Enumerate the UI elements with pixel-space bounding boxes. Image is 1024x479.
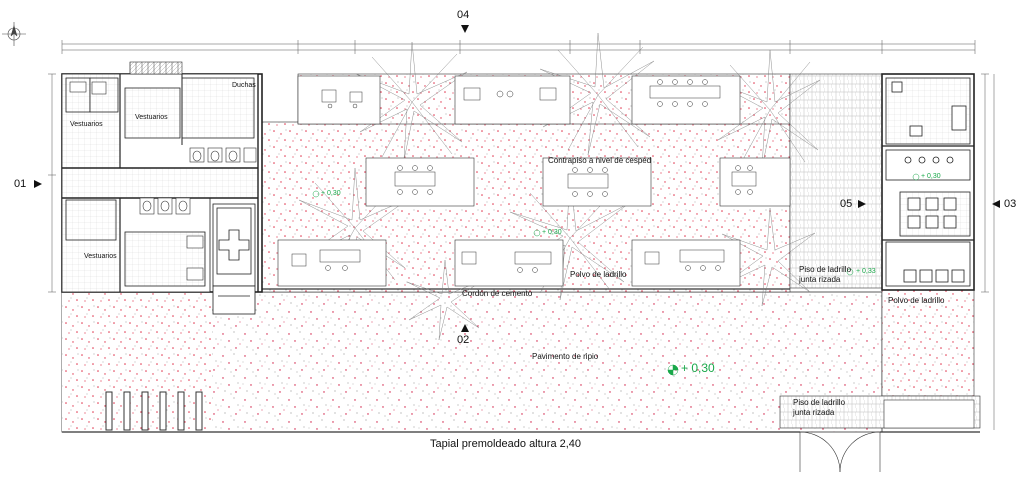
polvo-ladrillo-right-label: Polvo de ladrillo (888, 296, 945, 305)
stairs (129, 62, 179, 74)
right-building (881, 73, 975, 291)
brick-strip (789, 73, 883, 289)
right-polvo (881, 289, 975, 397)
level-markers (312, 173, 920, 376)
level-c: + 0,33 (856, 268, 876, 275)
vestuarios-label-3: Vestuarios (84, 253, 117, 260)
level-big: + 0,30 (681, 361, 715, 375)
pavimento-label: Pavimento de ripio (532, 352, 599, 361)
left-strip (62, 292, 212, 432)
level-b: + 0,30 (542, 229, 562, 236)
section-05-label: 05 (840, 198, 853, 210)
north-arrow-icon (2, 22, 26, 46)
section-02-arrow-icon (461, 324, 469, 332)
ambulance-icon (212, 203, 256, 315)
vestuarios-label-1: Vestuarios (70, 121, 103, 128)
section-05-arrow-icon (858, 200, 866, 208)
section-04-arrow-icon (461, 25, 469, 33)
desk-clusters (291, 79, 757, 273)
section-04-label: 04 (457, 9, 470, 21)
parking-lines (105, 391, 203, 431)
contrapiso-label: Contrapiso a nivel de cesped (548, 156, 652, 165)
vestuarios-label-2: Vestuarios (135, 114, 168, 121)
top-dimension-lines (61, 40, 976, 54)
polvo-ladrillo-center-label: Polvo de ladrillo (570, 270, 627, 279)
piso-ladrillo-bottom-label: Piso de ladrillo (793, 398, 846, 407)
section-01-label: 01 (14, 178, 27, 190)
level-d: + 0,30 (921, 173, 941, 180)
title-label: Tapial premoldeado altura 2,40 (430, 438, 582, 450)
junta-bottom-label: junta rizada (793, 408, 835, 417)
left-building-fixtures (69, 61, 257, 281)
section-03-arrow-icon (992, 200, 1000, 208)
cordon-label: Cordón de cemento (462, 289, 533, 298)
piso-ladrillo-right-label: Piso de ladrillo (799, 265, 852, 274)
duchas-label: Duchas (232, 82, 256, 89)
section-markers (34, 25, 1000, 332)
entrance-door (799, 399, 975, 473)
left-building (61, 73, 263, 293)
side-dimension-lines (48, 73, 995, 430)
section-03-label: 03 (1004, 198, 1017, 210)
section-01-arrow-icon (34, 180, 42, 188)
section-02-label: 02 (457, 334, 470, 346)
junta-right-label: junta rizada (799, 275, 841, 284)
level-a: + 0,30 (321, 190, 341, 197)
